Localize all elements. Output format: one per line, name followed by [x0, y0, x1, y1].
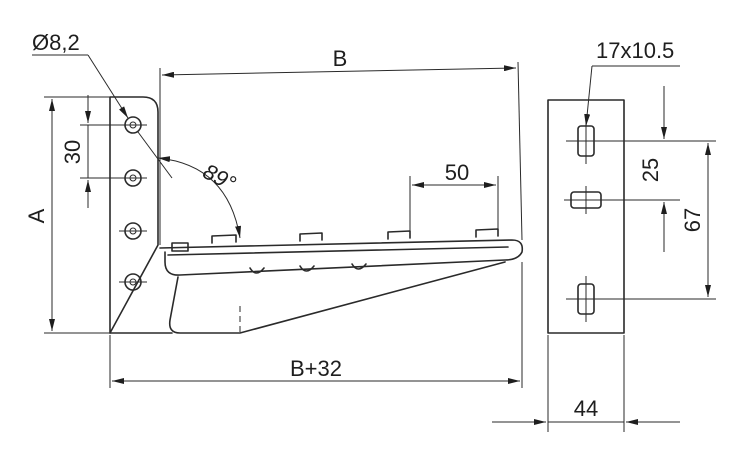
- hook: [211, 234, 237, 244]
- bump: [299, 265, 315, 272]
- angle-arc: [157, 156, 242, 239]
- bump: [351, 263, 367, 270]
- support-arm: [159, 239, 524, 276]
- leader-arrow: [87, 54, 129, 119]
- front-view-dimensions: 17x10.5 25 67 44: [492, 38, 716, 432]
- dim-a-label: A: [24, 208, 49, 223]
- side-view-dimensions: A 30 Ø8,2 B 89° 50 B+32: [24, 30, 523, 388]
- dim-b32-label: B+32: [290, 356, 342, 381]
- hook: [387, 230, 411, 240]
- leader-line: [137, 131, 173, 179]
- side-view: [109, 96, 524, 334]
- cable-hooks: [211, 228, 499, 244]
- front-plate: [547, 99, 625, 334]
- dim-25-label: 25: [638, 158, 663, 182]
- diagonal-web: [168, 261, 506, 334]
- hole-diameter-label: Ø8,2: [32, 30, 80, 55]
- arm-edge: [167, 246, 509, 256]
- joint-plate: [171, 242, 189, 252]
- front-view: [547, 99, 625, 334]
- arm-bumps: [249, 263, 367, 274]
- slot-size-label: 17x10.5: [596, 38, 674, 63]
- dim-b-label: B: [333, 46, 348, 71]
- extension-line: [517, 61, 523, 241]
- dim-50-label: 50: [445, 160, 469, 185]
- hook: [299, 232, 323, 242]
- hook: [475, 228, 499, 238]
- dim-67-label: 67: [680, 208, 705, 232]
- dim-30-label: 30: [60, 140, 85, 164]
- mounting-holes: [119, 116, 147, 291]
- dim-44-label: 44: [574, 396, 598, 421]
- bump: [249, 267, 265, 274]
- slots: [564, 118, 608, 322]
- leader-arrow: [584, 65, 593, 127]
- angle-label: 89°: [199, 159, 240, 197]
- dim-b-line: [161, 65, 517, 78]
